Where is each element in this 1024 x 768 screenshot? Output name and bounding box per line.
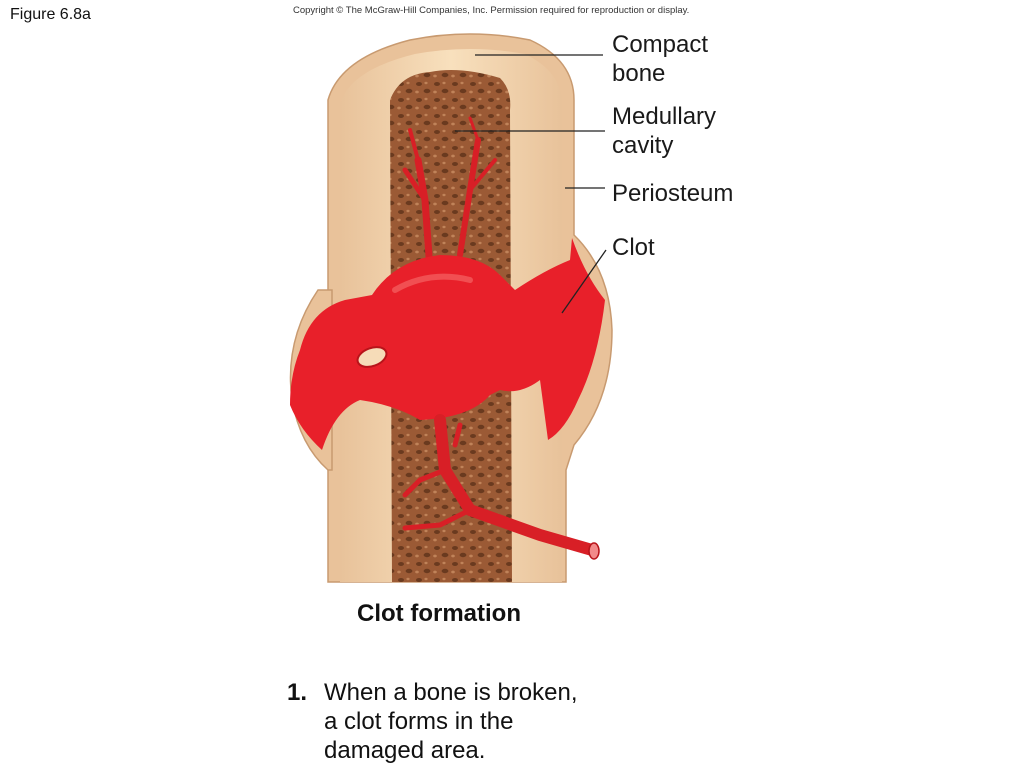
step-description: 1. When a bone is broken, a clot forms i…: [287, 678, 578, 765]
leader-lines: [455, 54, 607, 314]
step-number: 1.: [287, 679, 308, 706]
diagram-caption: Clot formation: [357, 600, 521, 627]
label-compact-bone: Compact bone: [612, 31, 709, 87]
step-line: a clot forms in the: [324, 708, 514, 735]
label-medullary-cavity: Medullary cavity: [612, 103, 717, 159]
clot-highlight: [392, 273, 473, 293]
figure-label: Figure 6.8a: [10, 6, 91, 23]
lower-blood-vessels: [402, 414, 598, 556]
step-line: When a bone is broken,: [324, 679, 578, 706]
label-clot: Clot: [612, 234, 655, 261]
copyright-notice: Copyright © The McGraw-Hill Companies, I…: [293, 5, 690, 16]
upper-blood-vessels: [402, 116, 497, 274]
vessel-cut-end: [588, 542, 600, 560]
clot: [290, 238, 605, 450]
label-periosteum: Periosteum: [612, 180, 734, 207]
step-line: damaged area.: [324, 737, 486, 764]
clot-hole: [356, 346, 388, 368]
